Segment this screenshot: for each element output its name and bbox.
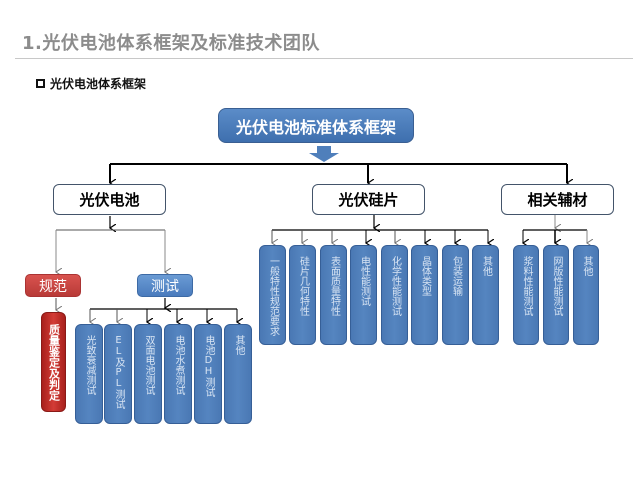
leaf-wafer-4: 化学性能测试 (381, 245, 408, 345)
leaf-aux-0: 浆料性能测试 (513, 245, 539, 345)
category-specification: 规范 (25, 274, 81, 297)
leaf-test-0: 光致衰减测试 (75, 324, 103, 424)
down-block-arrow-icon (309, 146, 339, 162)
leaf-test-4: 电池DH测试 (194, 324, 222, 424)
root-node: 光伏电池标准体系框架 (218, 108, 414, 143)
leaf-test-2: 双面电池测试 (134, 324, 162, 424)
leaf-wafer-5: 晶体类型 (411, 245, 438, 345)
square-bullet-icon (36, 79, 45, 88)
leaf-wafer-1: 硅片几何特性 (289, 245, 316, 345)
leaf-aux-1: 网版性能测试 (543, 245, 569, 345)
leaf-wafer-6: 包装运输 (442, 245, 469, 345)
leaf-test-1: EL及PL测试 (104, 324, 132, 424)
leaf-wafer-7: 其他 (472, 245, 499, 345)
category-testing: 测试 (137, 274, 193, 297)
page-title: 1.光伏电池体系框架及标准技术团队 (22, 33, 320, 54)
leaf-aux-2: 其他 (573, 245, 599, 345)
leaf-wafer-0: 一般特性规范要求 (259, 245, 286, 345)
leaf-test-3: 电池水煮测试 (164, 324, 192, 424)
leaf-wafer-3: 电性能测试 (350, 245, 377, 345)
leaf-test-5: 其他 (224, 324, 252, 424)
node-auxiliary-materials: 相关辅材 (501, 184, 614, 215)
node-pv-wafer: 光伏硅片 (312, 184, 425, 215)
section-heading: 光伏电池体系框架 (36, 75, 146, 92)
leaf-quality-judgement: 质量鉴定及判定 (41, 312, 66, 412)
node-pv-cell: 光伏电池 (53, 184, 166, 215)
leaf-wafer-2: 表面质量特性 (320, 245, 347, 345)
title-divider (15, 58, 633, 59)
section-heading-text: 光伏电池体系框架 (50, 77, 147, 91)
